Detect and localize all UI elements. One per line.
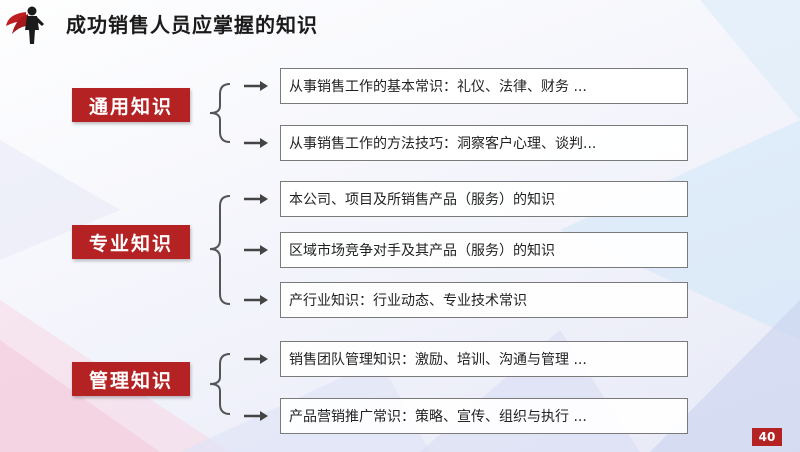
arrow-right-icon [244, 138, 268, 148]
brace-icon [209, 353, 231, 415]
knowledge-item: 从事销售工作的方法技巧：洞察客户心理、谈判... [280, 125, 688, 161]
arrow-right-icon [244, 81, 268, 91]
category-general-knowledge: 通用知识 [72, 88, 190, 122]
arrow-right-icon [244, 354, 268, 364]
page-title: 成功销售人员应掌握的知识 [66, 13, 318, 37]
knowledge-item: 本公司、项目及所销售产品（服务）的知识 [280, 181, 688, 217]
arrow-right-icon [244, 411, 268, 421]
arrow-right-icon [244, 245, 268, 255]
page-number: 40 [752, 428, 782, 446]
arrow-right-icon [244, 194, 268, 204]
category-management-knowledge: 管理知识 [72, 362, 190, 396]
knowledge-item: 产行业知识：行业动态、专业技术常识 [280, 282, 688, 318]
knowledge-item: 区域市场竞争对手及其产品（服务）的知识 [280, 232, 688, 268]
brace-icon [209, 195, 231, 305]
knowledge-item: 产品营销推广常识：策略、宣传、组织与执行 ... [280, 398, 688, 434]
knowledge-item: 销售团队管理知识：激励、培训、沟通与管理 ... [280, 341, 688, 377]
knowledge-item: 从事销售工作的基本常识：礼仪、法律、财务 ... [280, 68, 688, 104]
superhero-icon [6, 6, 44, 44]
slide-header: 成功销售人员应掌握的知识 [0, 0, 800, 44]
category-professional-knowledge: 专业知识 [72, 225, 190, 259]
brace-icon [209, 83, 231, 143]
arrow-right-icon [244, 295, 268, 305]
